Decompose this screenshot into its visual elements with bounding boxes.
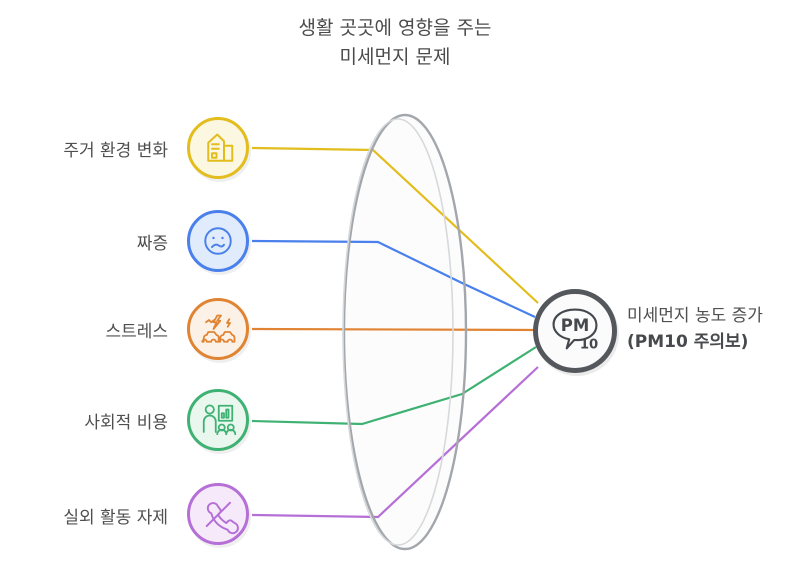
presentation-icon bbox=[202, 404, 237, 436]
title-line-1: 생활 곳곳에 영향을 주는 bbox=[298, 17, 492, 39]
lens-body bbox=[344, 115, 466, 549]
connector-line-building bbox=[251, 146, 539, 304]
connector-line-sad-face bbox=[251, 239, 536, 318]
no-phone-icon bbox=[205, 501, 239, 535]
factor-label-social: 사회적 비용 bbox=[84, 413, 168, 433]
pm-badge-sub-text: 10 bbox=[580, 337, 598, 352]
result-line-2: (PM10 주의보) bbox=[627, 332, 749, 352]
result-line-1: 미세먼지 농도 증가 bbox=[627, 306, 763, 326]
traffic-stress-icon bbox=[201, 314, 236, 343]
factor-icon-building bbox=[187, 117, 249, 179]
page-title: 생활 곳곳에 영향을 주는 미세먼지 문제 bbox=[255, 14, 535, 72]
result-text: 미세먼지 농도 증가 (PM10 주의보) bbox=[627, 303, 797, 355]
title-line-2: 미세먼지 문제 bbox=[339, 46, 451, 68]
factor-icon-sad-face bbox=[187, 210, 249, 272]
connector-line-no-phone bbox=[251, 366, 539, 519]
factor-label-building: 주거 환경 변화 bbox=[63, 141, 168, 161]
pm-badge-main-text: PM bbox=[561, 316, 590, 335]
factor-label-stress: 스트레스 bbox=[105, 322, 168, 342]
lens-inner-rim bbox=[342, 118, 454, 546]
factor-icon-no-phone bbox=[187, 483, 249, 545]
sad-face-icon bbox=[204, 227, 232, 255]
pm10-speech-bubble-icon: PM 10 bbox=[552, 308, 598, 352]
pm10-badge: PM 10 bbox=[533, 289, 617, 373]
building-icon bbox=[207, 133, 234, 162]
connector-line-stress bbox=[251, 327, 536, 332]
factor-label-no-phone: 실외 활동 자제 bbox=[63, 508, 168, 528]
factor-label-sad-face: 짜증 bbox=[136, 234, 168, 254]
connector-line-social bbox=[251, 346, 537, 426]
lens-outline bbox=[342, 113, 468, 551]
factor-icon-stress bbox=[187, 298, 249, 360]
factor-icon-social bbox=[187, 389, 249, 451]
